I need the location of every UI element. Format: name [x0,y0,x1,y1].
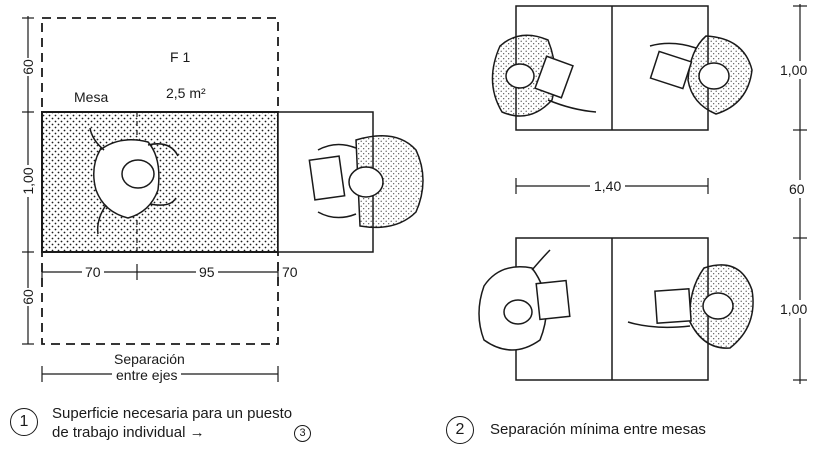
figure-1-caption-line2-row: de trabajo individual → [52,423,292,442]
person-top-left [491,34,597,117]
person-seated-left [89,127,179,235]
dimension-95: 95 [196,265,218,279]
person-bottom-right [627,264,754,349]
figure-1-caption-line2: de trabajo individual → [52,424,205,441]
figure-2-caption: Separación mínima entre mesas [490,421,706,438]
figure-1 [22,16,424,382]
figure-2-number: 2 [446,416,474,444]
dimension-bottom-100: 1,00 [780,300,808,318]
figure-1-caption: Superficie necesaria para un puesto de t… [52,404,292,442]
figure-1-caption-line1: Superficie necesaria para un puesto [52,405,293,422]
zone-label: F 1 [170,49,191,65]
person-top-right [649,35,753,115]
workstation-dotted-area [41,111,279,253]
dimension-top-100: 1,00 [780,61,808,79]
axis-separation-label-line1: Separación [110,352,189,366]
figure-1-number: 1 [10,408,38,436]
person-seated-right [308,135,424,229]
dimension-height-100: 1,00 [20,165,36,197]
table-label: Mesa [74,89,109,105]
area-label: 2,5 m² [166,85,206,101]
dimension-bottom-60: 60 [20,288,36,306]
axis-separation-label-line2: entre ejes [112,368,182,382]
person-bottom-left [478,249,571,351]
dimension-70-left: 70 [82,265,104,279]
figure-1-reference-number: 3 [294,425,311,442]
dimension-gap-60: 60 [789,180,805,198]
dimension-70-right: 70 [282,264,298,280]
dimension-top-60: 60 [20,58,36,76]
figure-2 [478,4,807,384]
dimension-width-140: 1,40 [590,179,626,193]
